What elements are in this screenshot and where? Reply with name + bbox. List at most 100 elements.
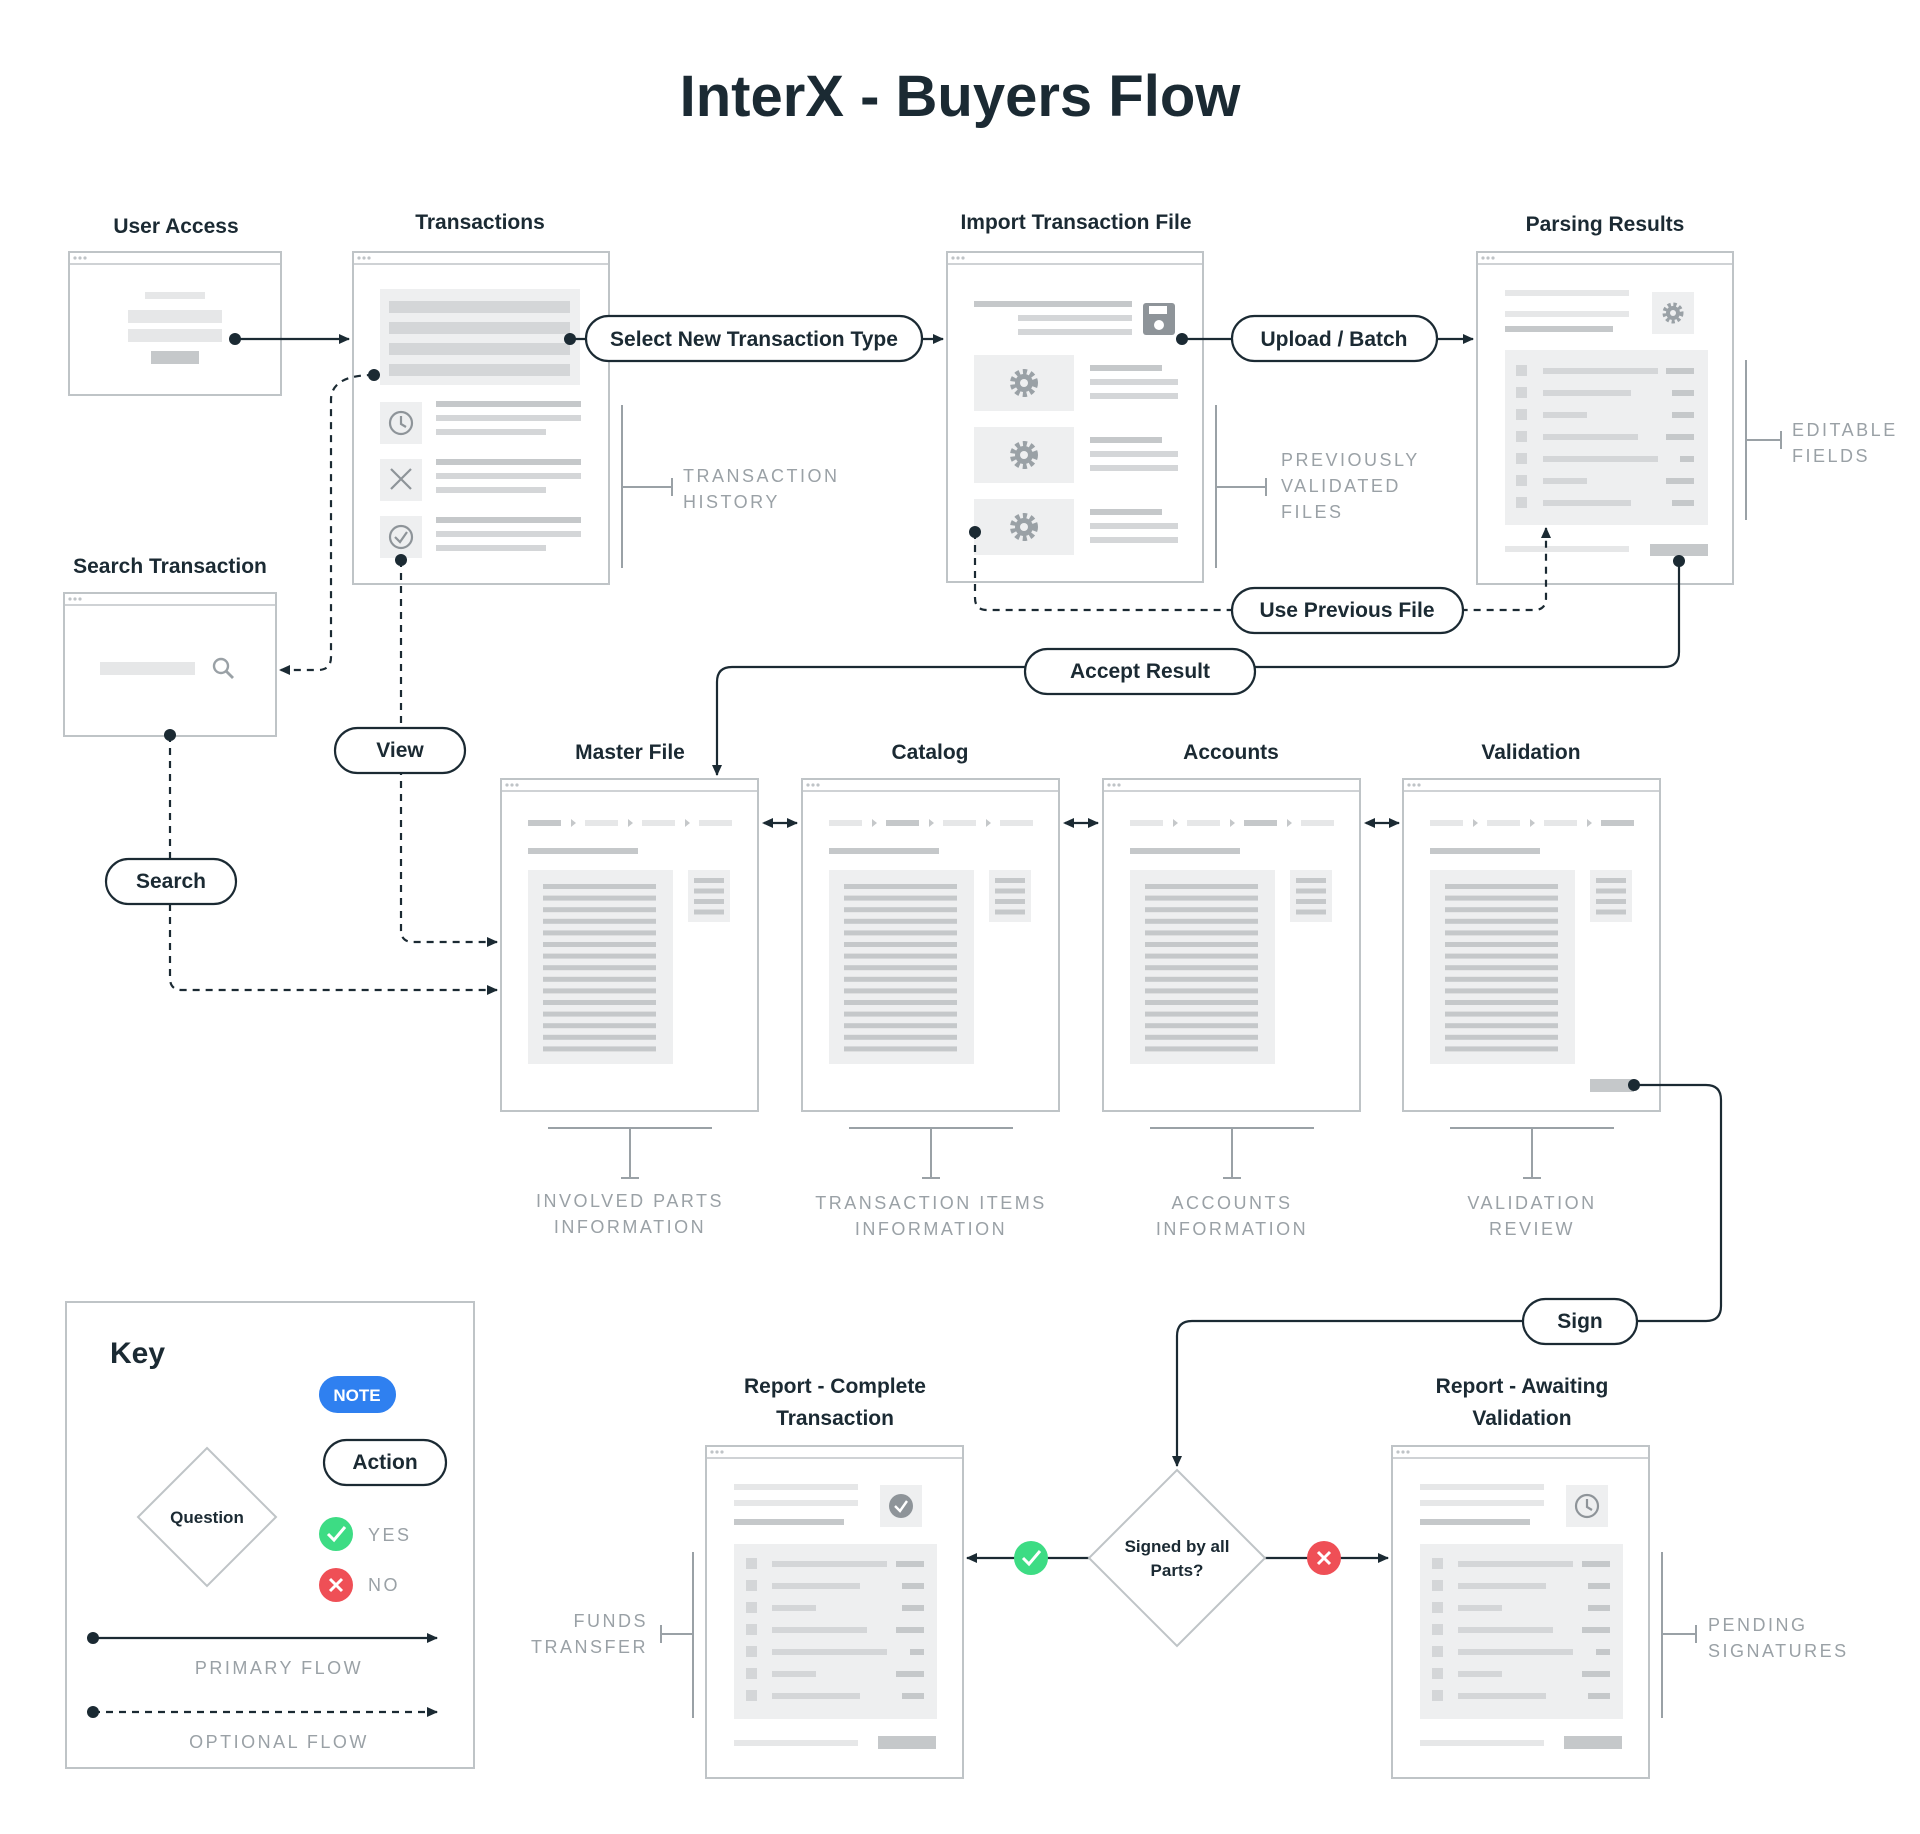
gear-icon xyxy=(1010,369,1038,397)
clock-icon xyxy=(1574,1493,1600,1519)
checkmark-icon xyxy=(319,1517,353,1551)
question-signed-by-all-parts: Signed by all Parts? xyxy=(1087,1468,1267,1648)
svg-text:SIGNATURES: SIGNATURES xyxy=(1708,1641,1849,1661)
svg-text:View: View xyxy=(376,739,424,762)
svg-text:INFORMATION: INFORMATION xyxy=(855,1219,1007,1239)
svg-text:NO: NO xyxy=(368,1575,400,1595)
note-involved-parts: INVOLVED PARTS INFORMATION xyxy=(536,1127,724,1237)
select-new-transaction-type-button[interactable]: Select New Transaction Type xyxy=(584,314,924,363)
screen-title-accounts: Accounts xyxy=(1183,741,1279,764)
svg-text:TRANSFER: TRANSFER xyxy=(531,1637,648,1657)
legend-no: NO xyxy=(319,1568,400,1602)
note-previously-validated: PREVIOUSLY VALIDATED FILES xyxy=(1215,405,1420,568)
clock-icon xyxy=(388,410,414,436)
svg-text:EDITABLE: EDITABLE xyxy=(1792,420,1898,440)
screen-title-search-transaction: Search Transaction xyxy=(73,555,267,578)
svg-text:PREVIOUSLY: PREVIOUSLY xyxy=(1281,450,1420,470)
svg-text:Accept Result: Accept Result xyxy=(1070,660,1210,683)
svg-text:ACCOUNTS: ACCOUNTS xyxy=(1171,1193,1292,1213)
svg-text:FUNDS: FUNDS xyxy=(574,1611,649,1631)
screen-title-parsing-results: Parsing Results xyxy=(1526,213,1685,236)
gear-icon xyxy=(1010,441,1038,469)
note-transaction-history: TRANSACTION HISTORY xyxy=(621,405,840,568)
legend-action-pill: Action xyxy=(322,1438,448,1487)
screen-master-file xyxy=(500,778,759,1112)
legend-note-badge: NOTE xyxy=(319,1376,396,1413)
legend-primary-flow: PRIMARY FLOW xyxy=(87,1632,438,1678)
screen-title-transactions: Transactions xyxy=(415,211,545,234)
report-rows xyxy=(1432,1558,1610,1701)
note-funds-transfer: FUNDS TRANSFER xyxy=(531,1552,694,1718)
note-validation-review: VALIDATION REVIEW xyxy=(1450,1127,1614,1239)
screen-title-report-awaiting: Report - Awaiting xyxy=(1436,1375,1609,1398)
upload-batch-button[interactable]: Upload / Batch xyxy=(1230,314,1439,363)
svg-text:Upload / Batch: Upload / Batch xyxy=(1260,328,1407,351)
gear-icon xyxy=(1662,302,1684,324)
svg-text:INFORMATION: INFORMATION xyxy=(554,1217,706,1237)
svg-text:YES: YES xyxy=(368,1525,412,1545)
screen-title-validation: Validation xyxy=(1481,741,1580,764)
screen-title-report-complete-2: Transaction xyxy=(776,1407,894,1430)
close-icon xyxy=(390,468,412,490)
screen-search-transaction xyxy=(63,592,277,737)
svg-text:Use Previous File: Use Previous File xyxy=(1259,599,1434,622)
svg-text:Sign: Sign xyxy=(1557,1310,1603,1333)
screen-parsing-results xyxy=(1476,251,1734,585)
editable-rows xyxy=(1516,365,1694,508)
yes-icon xyxy=(1014,1541,1048,1575)
search-button[interactable]: Search xyxy=(104,857,238,906)
screen-title-user-access: User Access xyxy=(113,215,238,238)
svg-text:VALIDATED: VALIDATED xyxy=(1281,476,1401,496)
legend-question-diamond: Question xyxy=(136,1446,278,1588)
report-rows xyxy=(746,1558,924,1701)
svg-text:Parts?: Parts? xyxy=(1151,1561,1204,1580)
svg-text:PENDING: PENDING xyxy=(1708,1615,1808,1635)
svg-text:TRANSACTION ITEMS: TRANSACTION ITEMS xyxy=(815,1193,1047,1213)
legend-optional-flow: OPTIONAL FLOW xyxy=(87,1706,438,1752)
svg-text:Signed by all: Signed by all xyxy=(1125,1537,1230,1556)
screen-title-import-file: Import Transaction File xyxy=(960,211,1191,234)
sign-button[interactable]: Sign xyxy=(1521,1297,1639,1346)
save-icon xyxy=(1143,303,1175,335)
svg-text:VALIDATION: VALIDATION xyxy=(1467,1193,1596,1213)
screen-user-access xyxy=(68,251,282,396)
svg-text:PRIMARY FLOW: PRIMARY FLOW xyxy=(195,1658,363,1678)
svg-text:FIELDS: FIELDS xyxy=(1792,446,1870,466)
screen-import-file xyxy=(946,251,1204,583)
svg-text:Question: Question xyxy=(170,1508,244,1527)
check-circle-icon xyxy=(889,1494,913,1518)
view-button[interactable]: View xyxy=(333,726,467,775)
note-transaction-items: TRANSACTION ITEMS INFORMATION xyxy=(815,1127,1047,1239)
svg-text:OPTIONAL FLOW: OPTIONAL FLOW xyxy=(189,1732,369,1752)
accept-result-button[interactable]: Accept Result xyxy=(1023,647,1257,696)
legend-yes: YES xyxy=(319,1517,412,1551)
screen-transactions xyxy=(352,251,610,585)
svg-text:REVIEW: REVIEW xyxy=(1489,1219,1575,1239)
screen-catalog xyxy=(801,778,1060,1112)
legend-title: Key xyxy=(110,1337,165,1370)
no-icon xyxy=(1307,1541,1341,1575)
svg-text:INVOLVED PARTS: INVOLVED PARTS xyxy=(536,1191,724,1211)
screen-report-complete xyxy=(705,1445,964,1779)
svg-text:HISTORY: HISTORY xyxy=(683,492,780,512)
page-title: InterX - Buyers Flow xyxy=(680,64,1242,129)
screen-title-report-awaiting-2: Validation xyxy=(1472,1407,1571,1430)
svg-text:TRANSACTION: TRANSACTION xyxy=(683,466,840,486)
legend: Key NOTE Action Question YES NO PRIMARY … xyxy=(65,1301,475,1769)
screen-report-awaiting xyxy=(1391,1445,1650,1779)
use-previous-file-button[interactable]: Use Previous File xyxy=(1230,586,1465,635)
svg-text:Action: Action xyxy=(352,1451,417,1474)
svg-text:Search: Search xyxy=(136,870,206,893)
svg-text:NOTE: NOTE xyxy=(333,1386,380,1405)
svg-text:Select New Transaction Type: Select New Transaction Type xyxy=(610,328,898,351)
svg-text:FILES: FILES xyxy=(1281,502,1344,522)
svg-text:INFORMATION: INFORMATION xyxy=(1156,1219,1308,1239)
gear-icon xyxy=(1010,513,1038,541)
check-circle-icon xyxy=(388,524,414,550)
screen-validation xyxy=(1402,778,1661,1112)
screen-title-report-complete: Report - Complete xyxy=(744,1375,926,1398)
note-editable-fields: EDITABLE FIELDS xyxy=(1745,360,1898,520)
screen-title-master-file: Master File xyxy=(575,741,685,764)
note-pending-signatures: PENDING SIGNATURES xyxy=(1661,1552,1849,1718)
